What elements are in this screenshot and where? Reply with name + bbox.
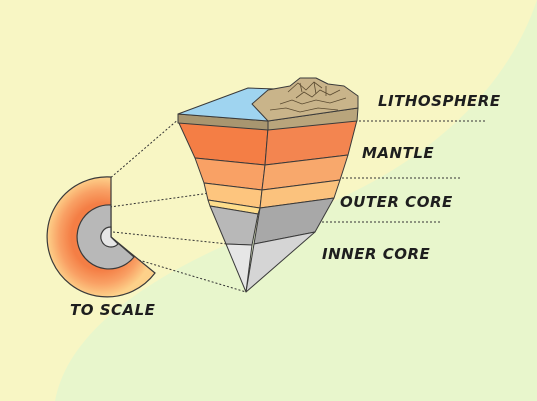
inner-core-left <box>225 243 253 293</box>
to-scale-circle <box>46 176 156 298</box>
land-surface <box>251 77 359 122</box>
connector-lines <box>107 117 485 293</box>
label-inner-core: INNER CORE <box>322 245 431 263</box>
inner-core-right <box>245 231 316 293</box>
label-mantle: MANTLE <box>362 144 435 162</box>
label-to-scale: TO SCALE <box>70 301 156 319</box>
earth-wedge <box>177 77 359 293</box>
mountain-details <box>269 81 347 113</box>
label-outer-core: OUTER CORE <box>340 193 453 211</box>
label-lithosphere: LITHOSPHERE <box>378 92 501 110</box>
